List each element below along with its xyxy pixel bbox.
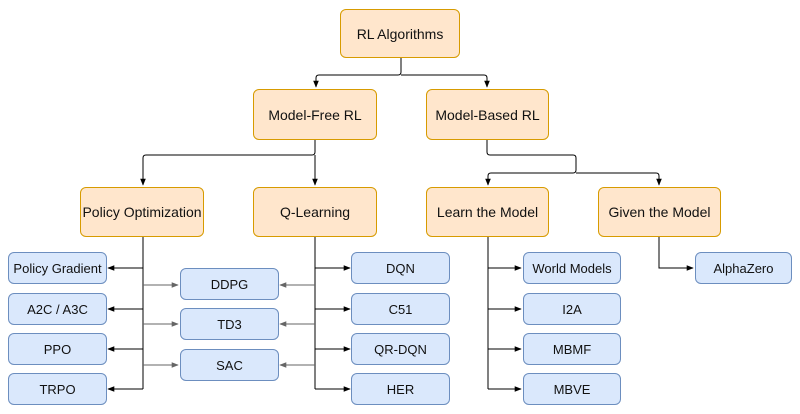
edge-model-free-to-policy-opt bbox=[140, 140, 316, 186]
edge-to-alphazero bbox=[658, 237, 694, 271]
node-ddpg: DDPG bbox=[180, 268, 279, 300]
node-a2c-a3c: A2C / A3C bbox=[8, 293, 107, 325]
node-her: HER bbox=[351, 373, 450, 405]
edge-root-to-model-free bbox=[313, 58, 402, 88]
node-sac: SAC bbox=[180, 349, 279, 381]
node-given-the-model: Given the Model bbox=[598, 187, 721, 237]
edge-model-based-to-given bbox=[576, 172, 662, 186]
node-policy-gradient: Policy Gradient bbox=[8, 252, 107, 284]
node-qr-dqn: QR-DQN bbox=[351, 333, 450, 365]
node-td3: TD3 bbox=[180, 308, 279, 340]
edge-model-based-to-learn bbox=[485, 140, 577, 186]
node-world-models: World Models bbox=[523, 252, 621, 284]
node-alphazero: AlphaZero bbox=[695, 252, 792, 284]
node-trpo: TRPO bbox=[8, 373, 107, 405]
node-c51: C51 bbox=[351, 293, 450, 325]
node-ppo: PPO bbox=[8, 333, 107, 365]
node-learn-the-model: Learn the Model bbox=[426, 187, 549, 237]
node-model-free-rl: Model-Free RL bbox=[253, 89, 377, 140]
node-q-learning: Q-Learning bbox=[253, 187, 377, 237]
node-dqn: DQN bbox=[351, 252, 450, 284]
node-mbve: MBVE bbox=[523, 373, 621, 405]
node-model-based-rl: Model-Based RL bbox=[426, 89, 549, 140]
node-rl-algorithms: RL Algorithms bbox=[340, 9, 460, 58]
edge-root-to-model-based bbox=[401, 74, 490, 88]
node-policy-optimization: Policy Optimization bbox=[80, 187, 204, 237]
node-i2a: I2A bbox=[523, 293, 621, 325]
node-mbmf: MBMF bbox=[523, 333, 621, 365]
